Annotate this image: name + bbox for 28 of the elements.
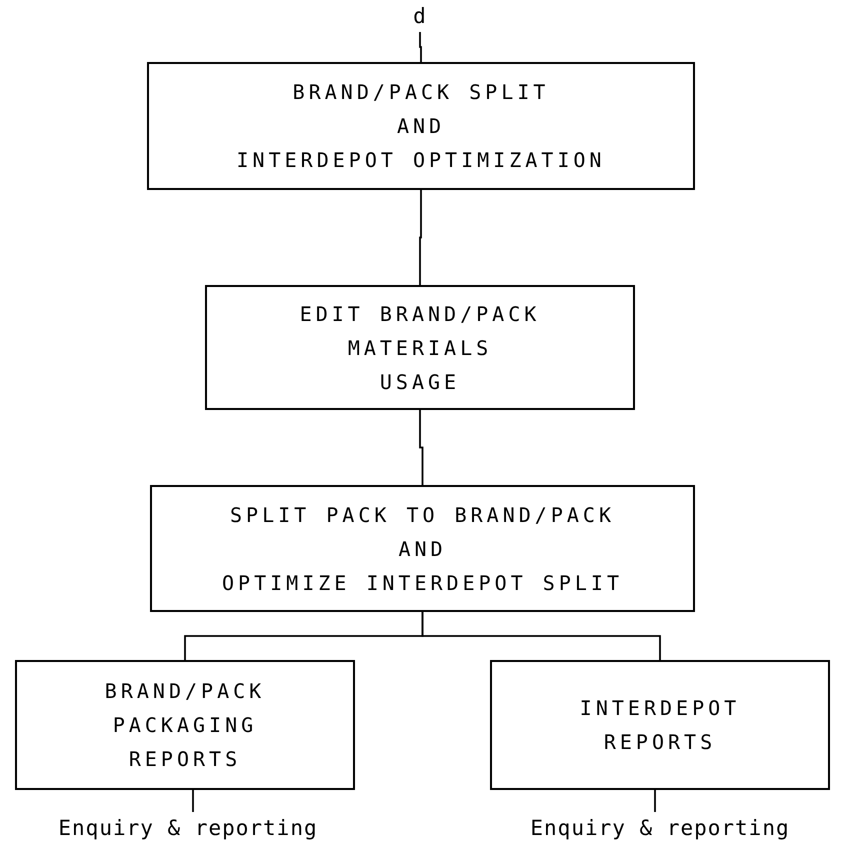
process-box	[15, 660, 355, 790]
box-text: AND	[396, 113, 446, 140]
process-box	[205, 285, 635, 410]
box-text: MATERIALS	[348, 334, 492, 362]
box-text: BRAND/PACK SPLIT	[292, 79, 550, 106]
box-text: INTERDEPOT OPTIMIZATION	[236, 147, 606, 174]
box-text: AND	[398, 536, 447, 562]
flow-label: Enquiry & reporting	[530, 815, 790, 842]
connector-line	[419, 190, 422, 285]
box-text: BRAND/PACK	[104, 678, 266, 705]
connector-line	[422, 612, 661, 660]
box-text: REPORTS	[604, 729, 716, 756]
flow-label: Enquiry & reporting	[58, 815, 318, 842]
connector-line	[419, 410, 424, 485]
connector-line	[654, 790, 656, 812]
connector-line	[419, 32, 422, 62]
box-text: EDIT BRAND/PACK	[300, 300, 540, 328]
process-box	[147, 62, 695, 190]
box-text: REPORTS	[128, 746, 242, 773]
box-text: INTERDEPOT	[580, 695, 740, 722]
process-box	[150, 485, 695, 612]
box-text: OPTIMIZE INTERDEPOT SPLIT	[222, 570, 624, 596]
box-text: PACKAGING	[112, 712, 258, 739]
box-text: SPLIT PACK TO BRAND/PACK	[230, 502, 615, 528]
flow-label: d	[413, 3, 427, 30]
connector-line	[192, 790, 194, 812]
box-text: USAGE	[380, 368, 460, 396]
process-box	[490, 660, 830, 790]
